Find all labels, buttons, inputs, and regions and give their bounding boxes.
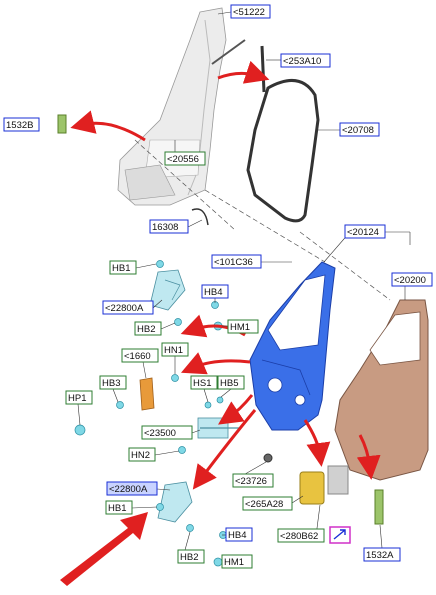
svg-text:HB3: HB3 — [102, 378, 120, 389]
callout-1532A[interactable]: 1532A — [363, 547, 401, 562]
callout-280B62[interactable]: <280B62 — [277, 528, 325, 543]
callout-hp1[interactable]: HP1 — [65, 390, 93, 405]
screw-hs1 — [204, 401, 212, 409]
svg-text:HB1: HB1 — [112, 263, 130, 274]
svg-text:<22800A: <22800A — [109, 484, 148, 495]
callout-20708[interactable]: <20708 — [339, 122, 380, 137]
callout-hb1-lower[interactable]: HB1 — [105, 500, 133, 515]
svg-text:HB4: HB4 — [228, 530, 246, 541]
strip-1532B — [57, 114, 67, 134]
nut-hn1 — [171, 374, 179, 382]
svg-text:HB2: HB2 — [137, 324, 155, 335]
strip-1532A — [374, 489, 384, 525]
grommet-23726 — [263, 453, 273, 463]
bolt-hb2a — [174, 318, 182, 326]
svg-text:<265A28: <265A28 — [245, 499, 283, 510]
svg-text:<20556: <20556 — [167, 154, 199, 165]
door-outer-panel-bronze — [334, 299, 429, 481]
svg-text:HB1: HB1 — [108, 503, 126, 514]
callout-hb3[interactable]: HB3 — [99, 375, 127, 390]
callout-hb1-upper[interactable]: HB1 — [109, 260, 137, 275]
bolt-hb5 — [216, 396, 224, 404]
svg-text:<280B62: <280B62 — [280, 531, 318, 542]
fuel-cover-265A28 — [299, 471, 325, 505]
svg-text:HS1: HS1 — [193, 378, 211, 389]
clip-16308 — [191, 208, 209, 226]
hinge-lower — [157, 481, 193, 523]
door-seal-20708 — [246, 79, 320, 223]
roof-strip-51222 — [211, 39, 246, 65]
bolt-hb2b — [186, 524, 194, 532]
svg-text:HM1: HM1 — [224, 557, 244, 568]
b-pillar-frame — [117, 7, 227, 206]
svg-text:HN1: HN1 — [164, 345, 183, 356]
seal-strip-253A10 — [260, 45, 266, 93]
callout-hb4-lower[interactable]: HB4 — [225, 527, 253, 542]
svg-text:HM1: HM1 — [230, 322, 250, 333]
svg-text:1532A: 1532A — [366, 550, 394, 561]
callout-hm1-upper[interactable]: HM1 — [227, 319, 259, 334]
svg-text:<20708: <20708 — [342, 125, 374, 136]
large-red-pointer-arrow — [60, 512, 148, 586]
svg-text:HB4: HB4 — [204, 287, 222, 298]
callout-hn2[interactable]: HN2 — [128, 447, 156, 462]
callout-hn1[interactable]: HN1 — [161, 342, 189, 357]
door-inner-panel-blue — [249, 261, 336, 431]
callout-hb5[interactable]: HB5 — [217, 375, 245, 390]
hinge-upper — [149, 269, 186, 311]
red-arrows — [70, 60, 381, 490]
svg-text:HP1: HP1 — [68, 393, 86, 404]
callout-22800A-upper[interactable]: <22800A — [102, 300, 154, 315]
svg-text:<20124: <20124 — [347, 227, 379, 238]
callout-20124[interactable]: <20124 — [344, 224, 386, 239]
callout-hb2-lower[interactable]: HB2 — [177, 549, 205, 564]
svg-text:<23726: <23726 — [235, 476, 267, 487]
svg-text:1532B: 1532B — [6, 120, 33, 131]
svg-text:<22800A: <22800A — [105, 303, 144, 314]
svg-text:HB2: HB2 — [180, 552, 198, 563]
svg-text:16308: 16308 — [152, 222, 178, 233]
callout-labels: <51222 <253A10 1532B <20708 <20556 16308… — [3, 4, 433, 569]
callout-253A10[interactable]: <253A10 — [280, 53, 331, 68]
explode-lines — [134, 139, 391, 301]
svg-text:<51222: <51222 — [233, 7, 265, 18]
callout-51222[interactable]: <51222 — [230, 4, 271, 19]
bolt-hb3 — [116, 401, 124, 409]
svg-text:<20200: <20200 — [394, 275, 426, 286]
svg-text:<253A10: <253A10 — [283, 56, 321, 67]
callout-hs1[interactable]: HS1 — [190, 375, 218, 390]
svg-text:<101C36: <101C36 — [214, 257, 253, 268]
nut-hm1b — [213, 557, 223, 567]
navigation-link-button[interactable] — [329, 526, 351, 544]
callout-20556[interactable]: <20556 — [164, 151, 206, 166]
callout-hb4-upper[interactable]: HB4 — [201, 284, 229, 299]
callout-hm1-lower[interactable]: HM1 — [221, 554, 253, 569]
svg-text:<1660: <1660 — [124, 351, 151, 362]
callout-22800A-lower[interactable]: <22800A — [106, 481, 158, 496]
cyan-fasteners — [74, 260, 227, 567]
callout-101C36[interactable]: <101C36 — [211, 254, 262, 269]
svg-text:HB5: HB5 — [220, 378, 238, 389]
callout-265A28[interactable]: <265A28 — [242, 496, 293, 511]
external-link-icon — [333, 529, 346, 540]
callout-1660[interactable]: <1660 — [121, 348, 159, 363]
callout-hb2-upper[interactable]: HB2 — [134, 321, 162, 336]
bolt-hb1b — [156, 503, 164, 511]
svg-text:<23500: <23500 — [144, 428, 176, 439]
bracket-1660 — [139, 377, 155, 411]
bolt-hb1a — [156, 260, 164, 268]
nut-hn2 — [178, 446, 186, 454]
callout-20200[interactable]: <20200 — [391, 272, 433, 287]
svg-text:HN2: HN2 — [131, 450, 150, 461]
cover-280B62 — [327, 465, 349, 495]
callout-1532B[interactable]: 1532B — [3, 117, 40, 132]
callout-16308[interactable]: 16308 — [149, 219, 189, 234]
callout-23500[interactable]: <23500 — [141, 425, 193, 440]
callout-23726[interactable]: <23726 — [232, 473, 274, 488]
plug-hp1 — [74, 424, 86, 436]
